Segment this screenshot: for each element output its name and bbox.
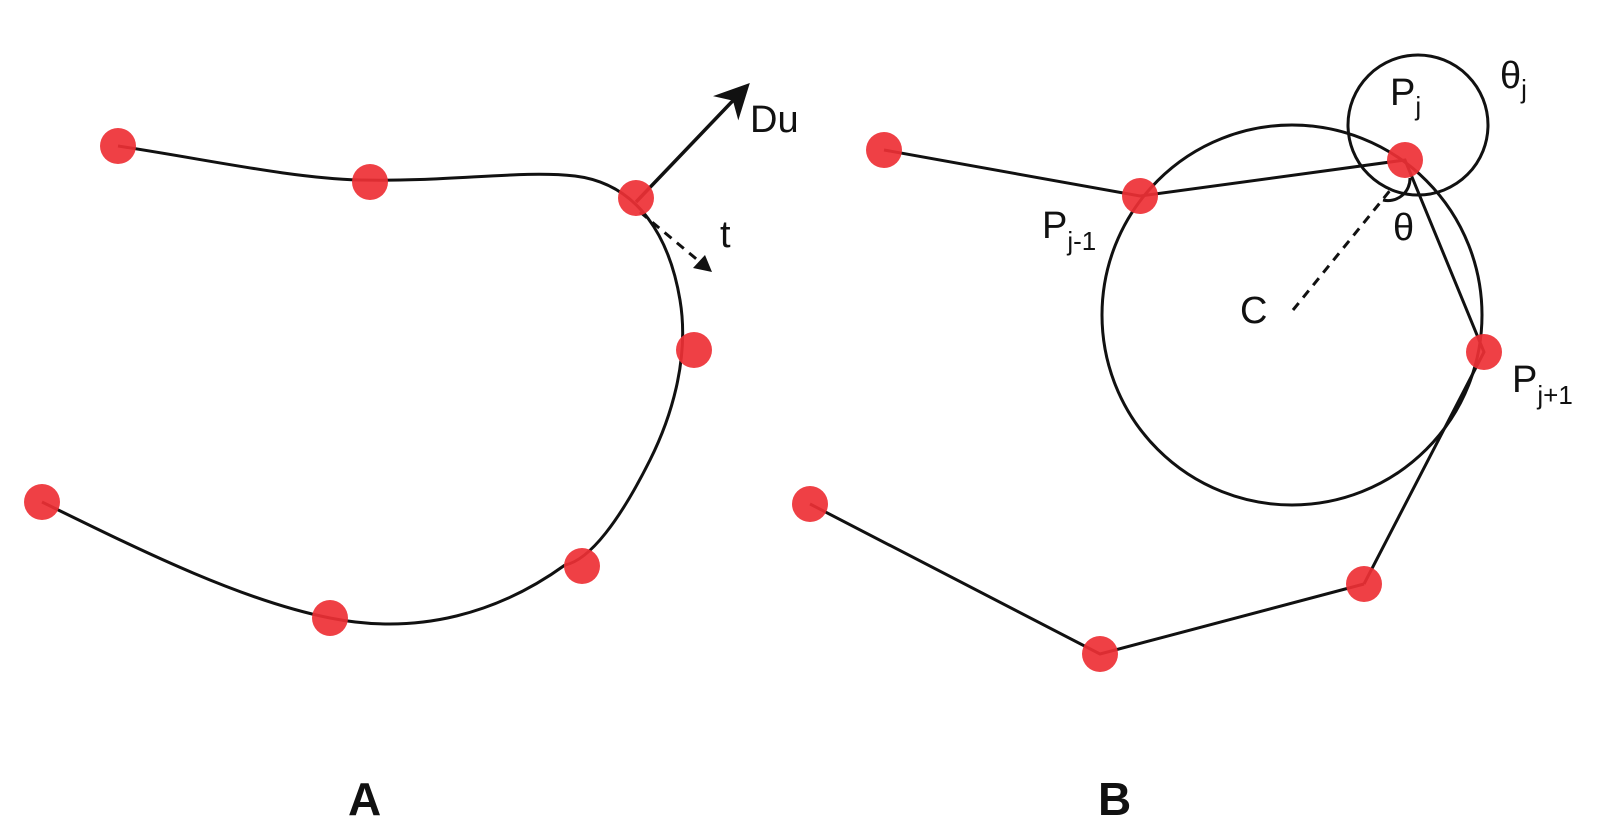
- panel-a: Du t A: [24, 82, 799, 825]
- panel-a-point: [352, 164, 388, 200]
- panel-b-point: [1346, 566, 1382, 602]
- panel-b-point: [792, 486, 828, 522]
- label-pj: Pj: [1390, 72, 1421, 121]
- t-label: t: [720, 214, 731, 256]
- panel-a-point: [564, 548, 600, 584]
- panel-b-lower-polyline: [809, 502, 1365, 656]
- label-pj+1: Pj+1: [1512, 359, 1573, 410]
- panel-b-point-next: [1466, 334, 1502, 370]
- panel-a-point: [100, 128, 136, 164]
- label-pj-1: Pj-1: [1042, 205, 1096, 256]
- panel-a-point: [24, 484, 60, 520]
- panel-b-point-prev: [1122, 178, 1158, 214]
- label-theta: θ: [1393, 207, 1414, 249]
- panel-a-upper-curve: [117, 144, 685, 567]
- panel-a-point: [676, 332, 712, 368]
- tangent-arrow-line: [639, 210, 701, 264]
- label-theta-j: θj: [1500, 55, 1527, 104]
- panel-b-point-j: [1387, 142, 1423, 178]
- du-arrow: [634, 82, 750, 204]
- panel-a-point: [312, 600, 348, 636]
- radius-line: [1291, 187, 1394, 311]
- panel-a-label: A: [348, 773, 381, 825]
- panel-b-point: [866, 132, 902, 168]
- panel-b-label: B: [1098, 773, 1131, 825]
- angle-arc: [1382, 177, 1412, 203]
- osculating-circle: [1100, 123, 1484, 507]
- panel-b: Pj θj Pj-1 Pj+1 C θ B: [792, 53, 1573, 825]
- du-label: Du: [750, 99, 799, 141]
- panel-b-point: [1082, 636, 1118, 672]
- panel-a-point: [618, 180, 654, 216]
- label-c: C: [1240, 290, 1267, 332]
- panel-a-lower-curve: [41, 500, 566, 626]
- tangent-arrow-head: [693, 255, 712, 272]
